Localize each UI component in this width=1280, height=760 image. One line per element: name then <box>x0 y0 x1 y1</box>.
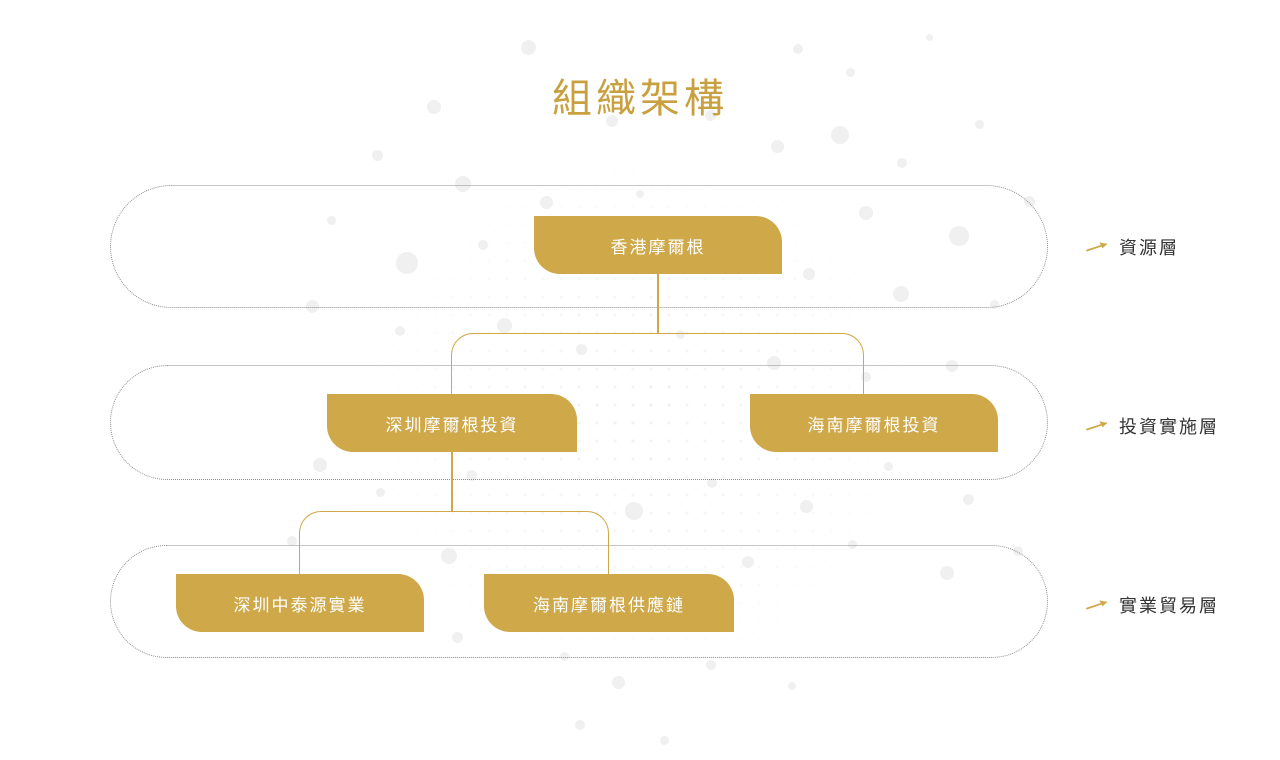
bg-bubble <box>897 158 907 168</box>
connector-l2-to-l3-right <box>451 511 609 574</box>
bg-bubble <box>497 318 512 333</box>
connector-root-to-l2-left <box>451 333 658 394</box>
layer-label-text: 投資實施層 <box>1119 417 1219 437</box>
bg-bubble <box>625 502 643 520</box>
layer-label-investment: 投資實施層 <box>1086 413 1219 439</box>
bg-bubble <box>771 140 784 153</box>
layer-band-resource <box>110 185 1048 308</box>
layer-label-text: 資源層 <box>1119 238 1179 258</box>
bg-bubble <box>963 494 974 505</box>
org-node-shenzhen-zhongtaiyuan-industry[interactable]: 深圳中泰源實業 <box>176 574 424 632</box>
arrow-right-icon <box>1086 421 1107 431</box>
connector-l2-to-l3-left <box>299 511 452 574</box>
layer-band-investment <box>110 365 1048 480</box>
bg-bubble <box>395 326 405 336</box>
layer-label-resource: 資源層 <box>1086 234 1179 260</box>
bg-bubble <box>831 126 849 144</box>
bg-bubble <box>660 736 669 745</box>
page-title: 組織架構 <box>552 76 728 121</box>
bg-bubble <box>800 500 813 513</box>
org-node-hainan-morgan-investment[interactable]: 海南摩爾根投資 <box>750 394 998 452</box>
arrow-right-icon <box>1086 242 1107 252</box>
bg-bubble <box>521 40 536 55</box>
org-node-hong-kong-morgan[interactable]: 香港摩爾根 <box>534 216 782 274</box>
org-node-shenzhen-morgan-investment[interactable]: 深圳摩爾根投資 <box>327 394 577 452</box>
layer-band-industry <box>110 545 1048 658</box>
layer-label-text: 實業貿易層 <box>1119 596 1219 616</box>
bg-bubble <box>612 676 625 689</box>
connector-root-stem <box>657 274 659 334</box>
bg-bubble <box>706 660 716 670</box>
connector-l2-left-stem <box>451 452 453 512</box>
bg-bubble <box>926 34 933 41</box>
bg-bubble <box>575 720 585 730</box>
org-node-hainan-morgan-supply-chain[interactable]: 海南摩爾根供應鏈 <box>484 574 734 632</box>
bg-bubble <box>788 682 796 690</box>
layer-label-industry: 實業貿易層 <box>1086 592 1219 618</box>
arrow-right-icon <box>1086 600 1107 610</box>
bg-bubble <box>376 488 385 497</box>
connector-root-to-l2-right <box>657 333 864 394</box>
bg-bubble <box>793 44 803 54</box>
bg-bubble <box>372 150 383 161</box>
